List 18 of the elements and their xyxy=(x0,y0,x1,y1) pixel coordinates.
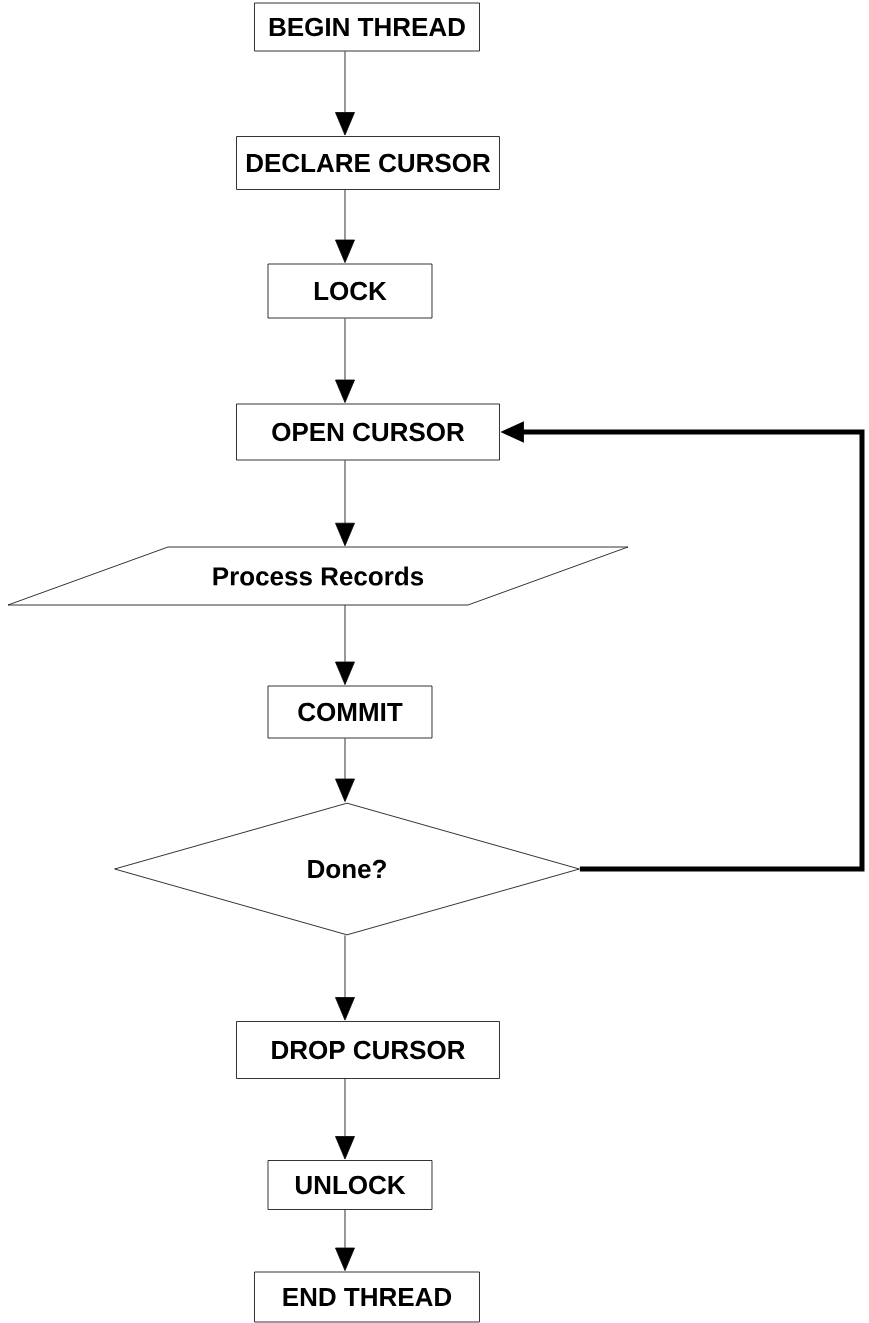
arrow xyxy=(335,604,355,685)
arrow xyxy=(335,935,355,1021)
process-box: BEGIN THREAD xyxy=(254,2,480,52)
arrow xyxy=(335,738,355,802)
arrow xyxy=(335,51,355,136)
process-box: COMMIT xyxy=(267,685,433,739)
process-box: OPEN CURSOR xyxy=(236,403,500,461)
arrow xyxy=(335,189,355,263)
arrow xyxy=(335,318,355,403)
process-box: DROP CURSOR xyxy=(236,1021,500,1079)
arrow xyxy=(335,1078,355,1160)
process-box: DECLARE CURSOR xyxy=(236,136,500,190)
arrow xyxy=(335,1209,355,1271)
data-parallelogram: Process Records xyxy=(7,546,629,606)
process-box: LOCK xyxy=(267,263,433,319)
arrow xyxy=(335,460,355,547)
process-box: UNLOCK xyxy=(267,1160,433,1210)
process-box: END THREAD xyxy=(254,1271,480,1323)
